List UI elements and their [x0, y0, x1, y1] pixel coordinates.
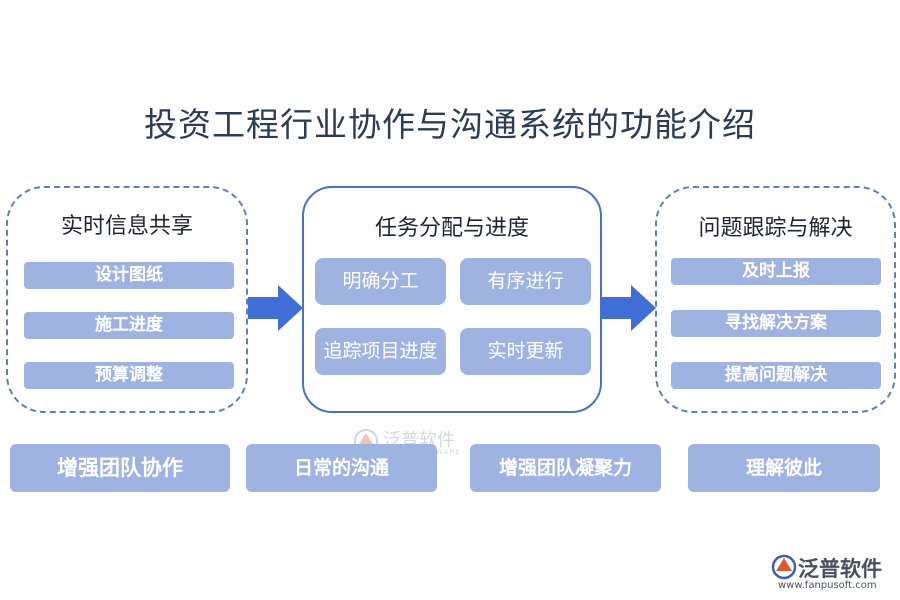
bottom-item-team-collaboration: 增强团队协作: [10, 444, 230, 492]
arrow-right-icon: [248, 285, 303, 331]
chip-track-project-progress: 追踪项目进度: [315, 328, 446, 375]
logo-url: www.fanpusoft.com: [778, 580, 877, 591]
chip-design-drawings: 设计图纸: [24, 262, 234, 289]
chip-find-solution: 寻找解决方案: [671, 310, 881, 337]
chip-timely-report: 及时上报: [671, 258, 881, 285]
panel-task-assignment-progress: 任务分配与进度 明确分工 有序进行 追踪项目进度 实时更新: [302, 186, 602, 413]
page-title: 投资工程行业协作与沟通系统的功能介绍: [144, 105, 756, 144]
chip-budget-adjustment: 预算调整: [24, 362, 234, 389]
bottom-item-daily-communication: 日常的沟通: [246, 444, 437, 492]
panel-heading: 问题跟踪与解决: [698, 216, 853, 241]
chip-orderly-progress: 有序进行: [460, 258, 591, 305]
panel-issue-tracking-resolution: 问题跟踪与解决 及时上报 寻找解决方案 提高问题解决: [655, 186, 896, 413]
chip-construction-progress: 施工进度: [24, 312, 234, 339]
arrow-right-icon: [601, 285, 656, 331]
logo-name: 泛普软件: [798, 557, 882, 581]
panel-realtime-info-sharing: 实时信息共享 设计图纸 施工进度 预算调整: [6, 186, 248, 413]
panel-heading: 实时信息共享: [60, 214, 193, 239]
panel-heading: 任务分配与进度: [374, 216, 529, 241]
chip-clear-division: 明确分工: [315, 258, 446, 305]
chip-improve-resolution: 提高问题解决: [671, 362, 881, 389]
fanpu-logo-icon: [771, 554, 797, 580]
bottom-item-mutual-understanding: 理解彼此: [688, 444, 880, 492]
chip-realtime-update: 实时更新: [460, 328, 591, 375]
bottom-item-team-cohesion: 增强团队凝聚力: [470, 444, 661, 492]
